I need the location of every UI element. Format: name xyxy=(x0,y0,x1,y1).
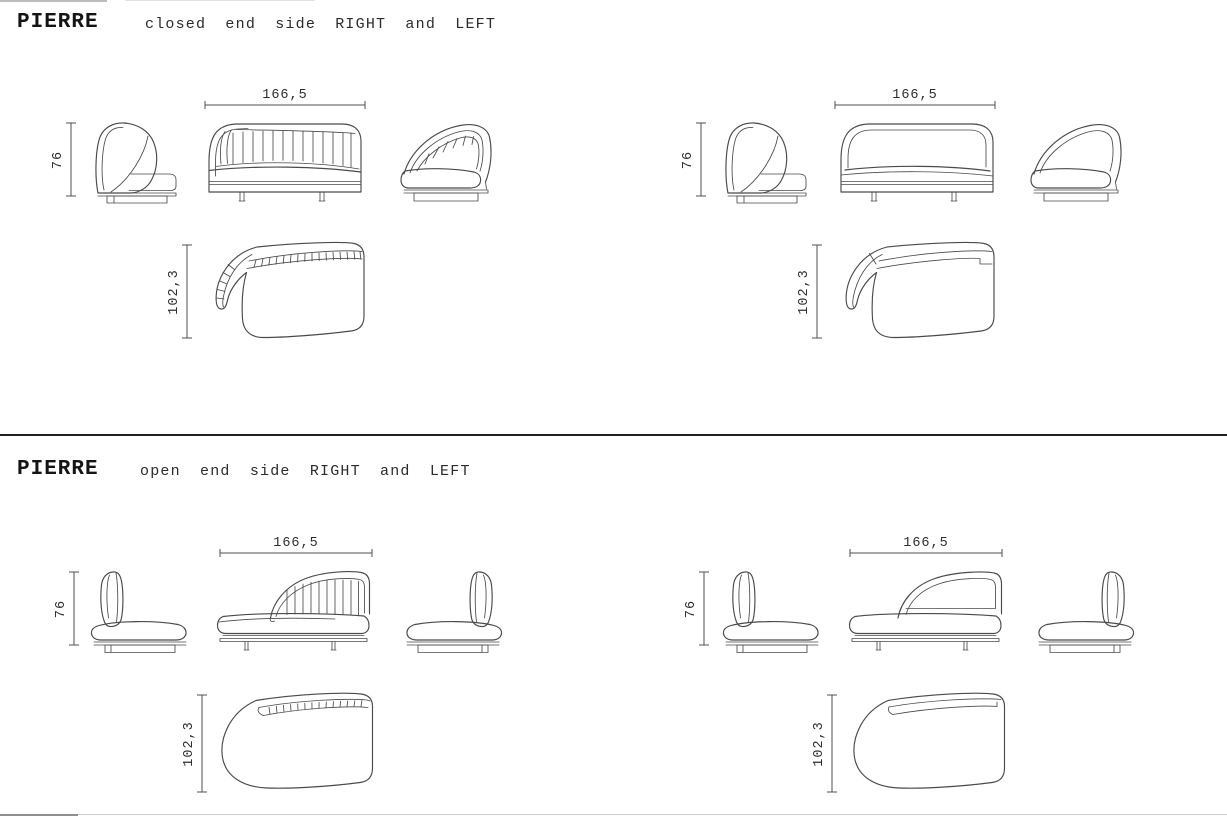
depth-dimension-label: 102,3 xyxy=(182,721,197,767)
width-dimension: 166,5 xyxy=(834,88,996,109)
bottom-border-accent xyxy=(0,814,78,816)
top-edge-fragment-2 xyxy=(125,0,315,1)
front-elevation-drawing xyxy=(848,571,1003,651)
front-elevation-drawing xyxy=(216,571,371,651)
bottom-border-line xyxy=(0,814,1227,815)
depth-dimension: 102,3 xyxy=(167,244,192,339)
height-dimension: 76 xyxy=(54,571,79,646)
height-dimension-label: 76 xyxy=(54,600,69,618)
plan-view-drawing xyxy=(853,692,1006,789)
plan-view-drawing xyxy=(221,692,374,789)
top-edge-fragment xyxy=(0,0,107,2)
product-title-open: PIERRE xyxy=(17,458,99,481)
variant-subtitle-open: open end side RIGHT and LEFT xyxy=(140,463,471,480)
closed-end-figure-left: 166,5 76 102,3 xyxy=(681,88,1122,339)
width-dimension-label: 166,5 xyxy=(892,88,938,103)
front-elevation-drawing xyxy=(840,123,994,202)
front-elevation-drawing xyxy=(208,123,362,202)
depth-dimension-label: 102,3 xyxy=(797,269,812,315)
plan-view-drawing xyxy=(845,241,995,339)
product-title-closed: PIERRE xyxy=(17,11,99,34)
closed-end-figure-right: 166,5 76 102,3 xyxy=(51,88,492,339)
depth-dimension-label: 102,3 xyxy=(167,269,182,315)
depth-dimension: 102,3 xyxy=(182,694,207,793)
open-end-figure-left: 166,5 76 102,3 xyxy=(684,536,1135,793)
section-divider-line xyxy=(0,434,1227,436)
width-dimension: 166,5 xyxy=(849,536,1003,557)
width-dimension-label: 166,5 xyxy=(903,536,949,551)
height-dimension-label: 76 xyxy=(51,151,66,169)
plan-view-drawing xyxy=(215,241,365,339)
height-dimension: 76 xyxy=(681,122,706,197)
depth-dimension-label: 102,3 xyxy=(812,721,827,767)
width-dimension: 166,5 xyxy=(204,88,366,109)
side-elevation-left-drawing xyxy=(90,571,187,654)
height-dimension-label: 76 xyxy=(684,600,699,618)
side-elevation-right-drawing xyxy=(406,571,503,654)
side-elevation-right-drawing xyxy=(400,124,492,202)
depth-dimension: 102,3 xyxy=(812,694,837,793)
side-elevation-right-drawing xyxy=(1038,571,1135,654)
width-dimension-label: 166,5 xyxy=(273,536,319,551)
width-dimension: 166,5 xyxy=(219,536,373,557)
height-dimension: 76 xyxy=(51,122,76,197)
side-elevation-right-drawing xyxy=(1030,124,1122,202)
side-elevation-left-drawing xyxy=(95,122,177,204)
height-dimension: 76 xyxy=(684,571,709,646)
width-dimension-label: 166,5 xyxy=(262,88,308,103)
depth-dimension: 102,3 xyxy=(797,244,822,339)
side-elevation-left-drawing xyxy=(722,571,819,654)
open-end-figure-right: 166,5 76 102,3 xyxy=(54,536,503,793)
height-dimension-label: 76 xyxy=(681,151,696,169)
side-elevation-left-drawing xyxy=(725,122,807,204)
variant-subtitle-closed: closed end side RIGHT and LEFT xyxy=(145,16,497,33)
